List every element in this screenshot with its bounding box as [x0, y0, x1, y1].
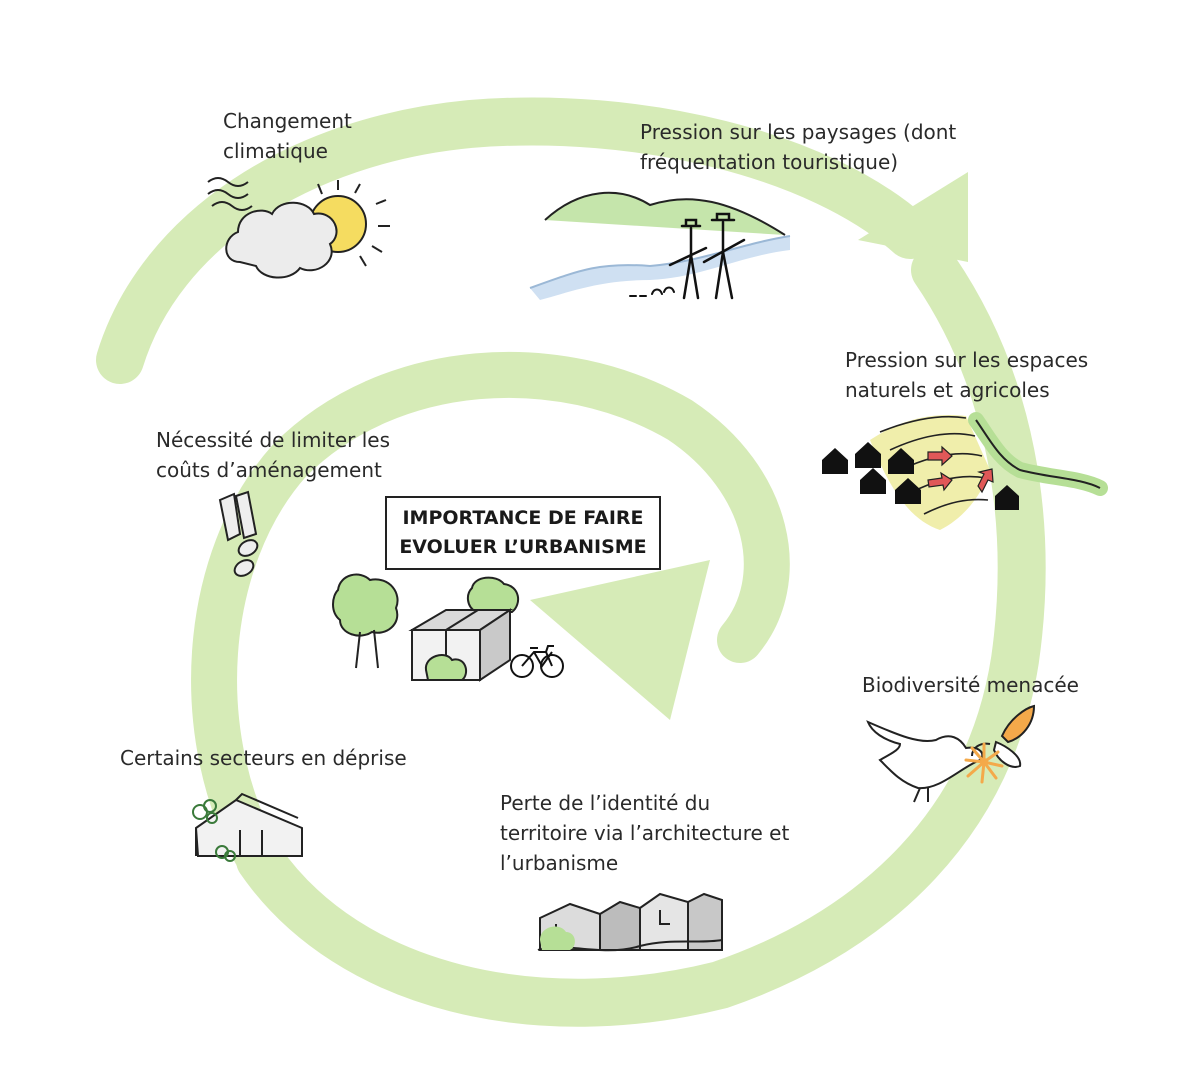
label-identity-loss: Perte de l’identité du territoire via l’…: [500, 788, 789, 878]
field-icon: [870, 415, 990, 530]
label-line: Certains secteurs en déprise: [120, 746, 407, 770]
label-landscape-pressure: Pression sur les paysages (dont fréquent…: [640, 117, 956, 177]
label-biodiversity: Biodiversité menacée: [862, 670, 1079, 700]
label-natural-spaces-pressure: Pression sur les espaces naturels et agr…: [845, 345, 1088, 405]
bird-icon: [866, 720, 984, 803]
inner-spiral: [191, 351, 790, 883]
label-declining-sectors: Certains secteurs en déprise: [120, 743, 407, 773]
bush-icon: [424, 654, 468, 681]
ruined-house-icon: [192, 792, 303, 862]
label-line: climatique: [223, 139, 328, 163]
label-line: Changement: [223, 109, 352, 133]
outer-arc-top: [96, 97, 934, 384]
cloud-icon: [225, 201, 338, 279]
butterfly-icon: [971, 704, 1036, 768]
label-climate-change: Changement climatique: [223, 106, 352, 166]
central-title-line: EVOLUER L’URBANISME: [399, 536, 647, 558]
label-line: coûts d’aménagement: [156, 458, 382, 482]
houses-icon: [822, 442, 1019, 510]
river-icon: [529, 235, 791, 300]
label-line: territoire via l’architecture et: [500, 821, 790, 845]
hikers-icon: [629, 212, 746, 300]
label-line: Pression sur les espaces: [845, 348, 1089, 372]
label-line: l’urbanisme: [500, 851, 619, 875]
pressure-arrows-icon: [927, 445, 994, 494]
label-development-costs: Nécessité de limiter les coûts d’aménage…: [156, 425, 390, 485]
label-line: Perte de l’identité du: [500, 791, 711, 815]
bicycle-icon: [510, 645, 564, 678]
tree-icon: [466, 576, 520, 613]
coins-icon: [218, 490, 259, 577]
arrowhead-inner: [530, 560, 710, 720]
hedge-icon: [968, 412, 1108, 496]
wind-icon: [207, 177, 253, 211]
label-line: Pression sur les paysages (dont: [640, 120, 957, 144]
central-title-line: IMPORTANCE DE FAIRE: [402, 507, 644, 529]
label-line: Nécessité de limiter les: [156, 428, 390, 452]
hills-icon: [544, 191, 786, 236]
flower-icon: [964, 742, 1004, 784]
label-line: naturels et agricoles: [845, 378, 1050, 402]
town-buildings-icon: [537, 892, 723, 952]
arrowhead-top-right: [858, 172, 968, 262]
label-line: fréquentation touristique): [640, 150, 899, 174]
label-line: Biodiversité menacée: [862, 673, 1079, 697]
central-title-box: IMPORTANCE DE FAIRE EVOLUER L’URBANISME: [385, 496, 661, 570]
tree-icon: [332, 573, 399, 669]
